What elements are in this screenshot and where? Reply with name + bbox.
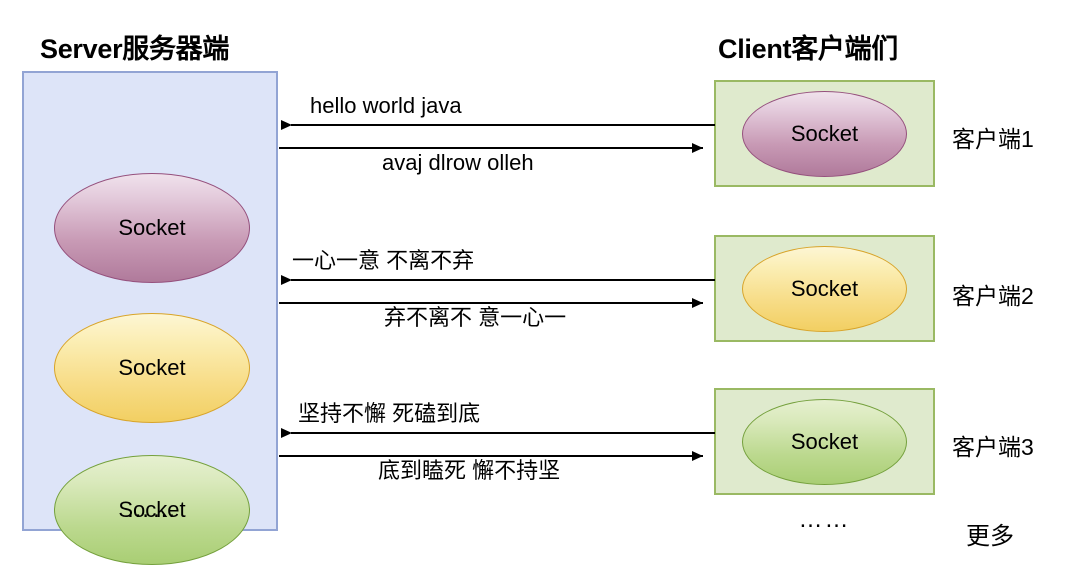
client-container-3: Socket <box>714 388 935 495</box>
message-flow-3: 坚持不懈 死磕到底 底到瞌死 懈不持坚 <box>278 400 716 496</box>
server-socket-2-label: Socket <box>118 355 186 380</box>
client-socket-3: Socket <box>742 399 907 485</box>
flow-1-to-client-label: avaj dlrow olleh <box>382 150 534 175</box>
client-name-3: 客户端3 <box>952 434 1034 460</box>
server-more-dots: …… <box>126 496 178 523</box>
client-name-2: 客户端2 <box>952 283 1034 309</box>
flow-3-to-client-label: 底到瞌死 懈不持坚 <box>378 458 561 483</box>
server-socket-2: Socket <box>54 313 250 423</box>
server-title: Server服务器端 <box>40 34 230 64</box>
more-label: 更多 <box>966 523 1014 550</box>
client-socket-1: Socket <box>742 91 907 177</box>
flow-arrows-3 <box>279 428 715 461</box>
client-container-2: Socket <box>714 235 935 342</box>
flow-2-to-client-label: 弃不离不 意一心一 <box>384 305 567 330</box>
message-flow-2: 一心一意 不离不弃 弃不离不 意一心一 <box>278 247 716 343</box>
flow-1-to-server-label: hello world java <box>310 93 462 118</box>
flow-2-to-server-label: 一心一意 不离不弃 <box>292 248 475 273</box>
server-socket-1: Socket <box>54 173 250 283</box>
server-container: Socket Socket Socket …… <box>22 71 278 565</box>
client-socket-3-label: Socket <box>790 429 859 454</box>
client-socket-2-label: Socket <box>790 276 859 301</box>
client-title: Client客户端们 <box>718 34 899 64</box>
flow-arrows-1 <box>279 120 715 153</box>
server-socket-3: Socket <box>54 455 250 565</box>
client-container-1: Socket <box>714 80 935 187</box>
client-socket-2: Socket <box>742 246 907 332</box>
client-socket-1-label: Socket <box>790 121 859 146</box>
server-socket-1-label: Socket <box>118 215 186 240</box>
server-socket-3-label: Socket <box>118 497 186 522</box>
client-name-1: 客户端1 <box>952 126 1034 152</box>
flow-arrows-2 <box>279 275 715 308</box>
flow-3-to-server-label: 坚持不懈 死磕到底 <box>298 401 481 426</box>
message-flow-1: hello world java avaj dlrow olleh <box>278 92 716 188</box>
client-more-dots: …… <box>798 506 851 533</box>
